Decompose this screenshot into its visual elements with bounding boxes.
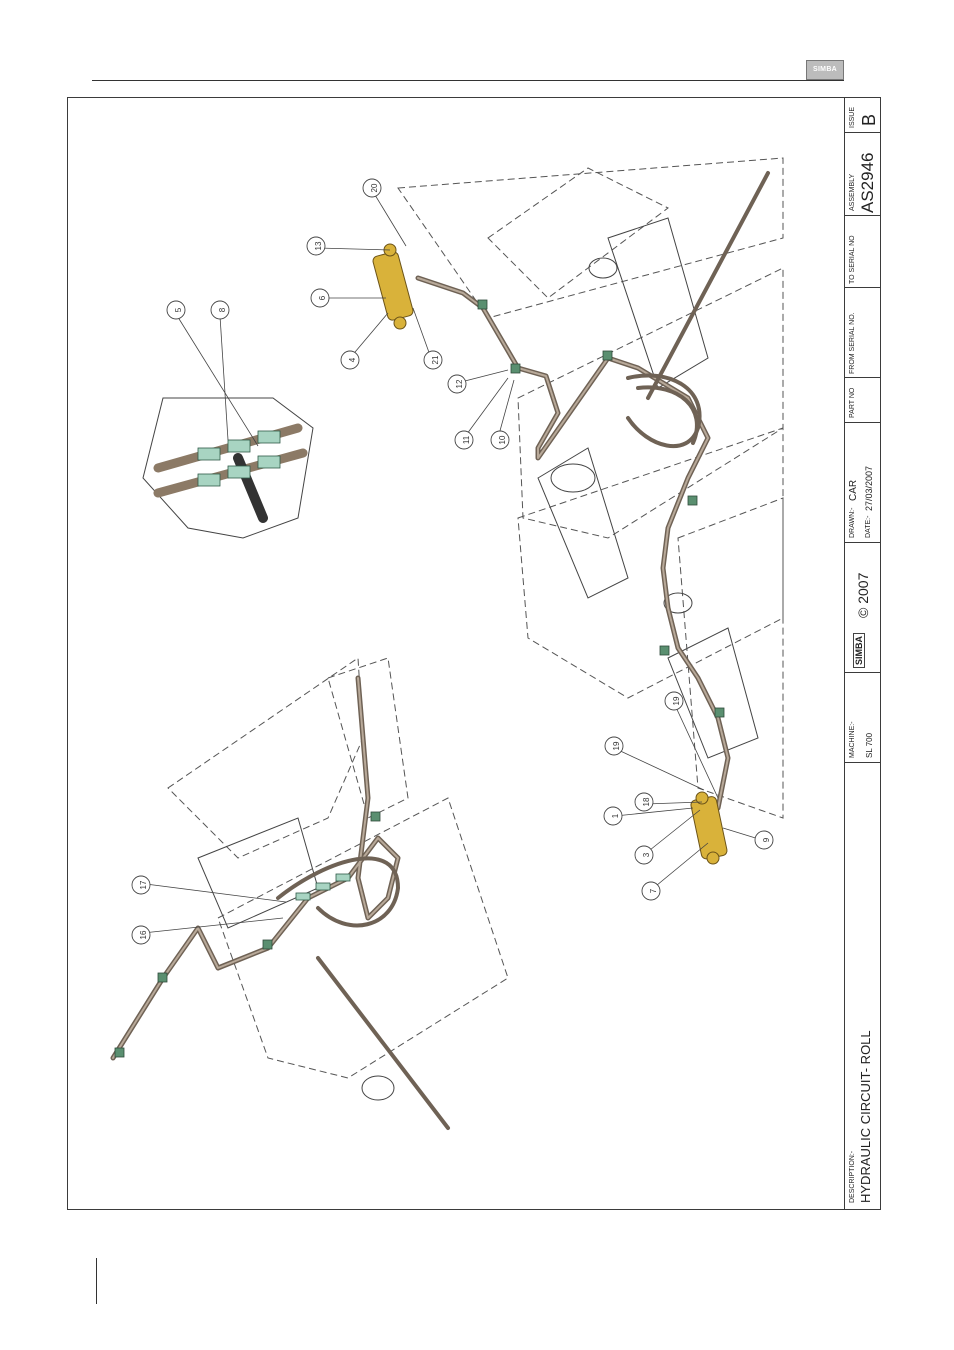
tb-machine-cell: MACHINE:- SL 700: [845, 673, 881, 763]
clamp-e: [660, 646, 669, 655]
header-rule: [92, 80, 844, 81]
roll-cylinder-upper: [372, 244, 414, 329]
assembly-label: ASSEMBLY: [849, 174, 856, 211]
drawn-label: DRAWN:-: [849, 508, 856, 538]
detail-inset: [143, 398, 313, 538]
tb-brand-cell: SIMBA © 2007: [845, 543, 881, 673]
callout-17: 17: [139, 880, 148, 889]
clamp-b: [511, 364, 520, 373]
callout-4: 4: [348, 357, 357, 362]
hose-lower-main-inner: [113, 678, 398, 1058]
tb-to-serial-cell: TO SERIAL NO: [845, 216, 881, 288]
part-no-label: PART NO: [849, 388, 856, 418]
tb-issue-cell: ISSUE B: [845, 98, 881, 133]
tb-from-serial-cell: FROM SERIAL NO.: [845, 288, 881, 378]
callout-6: 6: [318, 295, 327, 300]
callout-9: 9: [762, 837, 771, 842]
hydraulic-drawing: 5 8 4 6 13 20 21 12 11 10 17 16 1 18 3 7…: [68, 98, 844, 1209]
clamp-a: [478, 300, 487, 309]
fitting-b: [316, 883, 330, 890]
date-value: 27/03/2007: [864, 466, 874, 511]
frame-plate-b: [538, 448, 628, 598]
footer-rule: [96, 1258, 97, 1304]
callout-18: 18: [642, 797, 651, 806]
callout-1: 1: [611, 813, 620, 818]
tb-drawn-date-cell: DRAWN:- CAR DATE:- 27/03/2007: [845, 423, 881, 543]
simba-header-logo: SIMBA: [806, 60, 844, 80]
hose-run-main-upper-inner: [418, 278, 728, 808]
hose-run-main-upper: [418, 278, 728, 808]
fitting-a: [296, 893, 310, 900]
drawing-sheet: 5 8 4 6 13 20 21 12 11 10 17 16 1 18 3 7…: [67, 97, 881, 1210]
callout-19: 19: [612, 741, 621, 750]
pivot-boss-b: [589, 258, 617, 278]
simba-brand-logo: SIMBA: [853, 633, 865, 668]
assembly-value: AS2946: [858, 153, 878, 214]
callout-3: 3: [642, 852, 651, 857]
clamp-h: [263, 940, 272, 949]
tb-part-no-cell: PART NO: [845, 378, 881, 423]
description-label: DESCRIPTION:-: [849, 1151, 856, 1203]
callout-16: 16: [139, 930, 148, 939]
callout-7: 7: [649, 888, 658, 893]
callout-21: 21: [431, 355, 440, 364]
pivot-boss-lower: [362, 1076, 394, 1100]
callout-20: 20: [370, 183, 379, 192]
drawn-value: CAR: [848, 480, 859, 501]
clamp-f: [715, 708, 724, 717]
callout-13: 13: [314, 241, 323, 250]
clamp-g: [158, 973, 167, 982]
callout-10: 10: [498, 435, 507, 444]
callout-5: 5: [174, 307, 183, 312]
chassis-frame-mid: [518, 268, 783, 538]
tb-description-cell: DESCRIPTION:- HYDRAULIC CIRCUIT- ROLL: [845, 763, 881, 1209]
tb-assembly-cell: ASSEMBLY AS2946: [845, 133, 881, 216]
callout-11: 11: [462, 435, 471, 444]
clamp-d: [688, 496, 697, 505]
title-block: ISSUE B ASSEMBLY AS2946 TO SERIAL NO FRO…: [844, 98, 881, 1209]
chassis-beam-right: [678, 498, 783, 818]
machine-label: MACHINE:-: [849, 721, 856, 758]
clamp-j: [115, 1048, 124, 1057]
issue-value: B: [859, 114, 880, 126]
callout-19b: 19: [672, 696, 681, 705]
to-serial-label: TO SERIAL NO: [849, 235, 856, 284]
pivot-boss-a: [551, 464, 595, 492]
fitting-c: [336, 874, 350, 881]
copyright-text: © 2007: [855, 573, 871, 618]
chassis-lower-left-a: [168, 658, 363, 858]
chassis-frame-lower: [518, 428, 783, 698]
hose-lower-long: [318, 958, 448, 1128]
callout-8: 8: [218, 307, 227, 312]
chassis-beam-upper-b: [488, 168, 668, 298]
description-value: HYDRAULIC CIRCUIT- ROLL: [858, 1030, 873, 1203]
issue-label: ISSUE: [849, 107, 856, 128]
machine-value: SL 700: [865, 733, 874, 758]
date-label: DATE:-: [865, 516, 872, 538]
callout-12: 12: [455, 379, 464, 388]
clamp-i: [371, 812, 380, 821]
frame-plate-c: [668, 628, 758, 758]
chassis-beam-upper-a: [398, 158, 783, 318]
clamp-c: [603, 351, 612, 360]
from-serial-label: FROM SERIAL NO.: [849, 312, 856, 374]
